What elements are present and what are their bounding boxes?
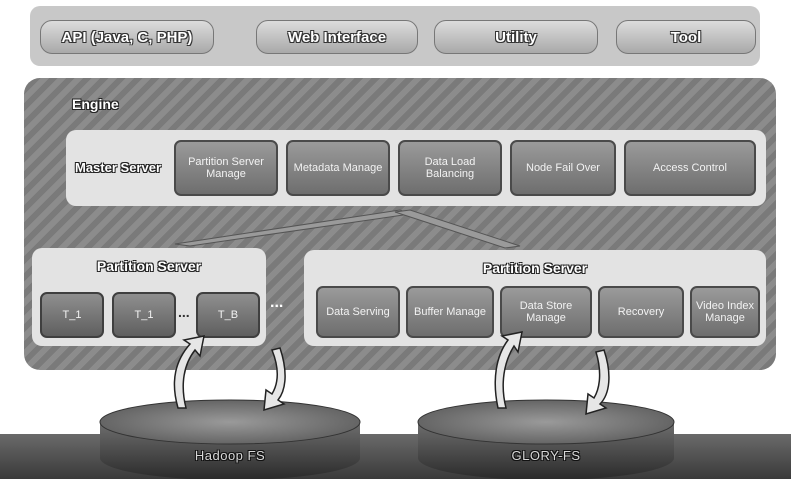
hadoop-fs-cylinder xyxy=(99,399,361,479)
tablet-box-1: T_1 xyxy=(40,292,104,338)
web-interface-box: Web Interface xyxy=(256,20,418,54)
partition-server-ellipsis: ... xyxy=(270,294,284,311)
upload-arrow-left xyxy=(173,335,205,409)
access-control-module: Access Control xyxy=(624,140,756,196)
partition-server-right-label: Partition Server xyxy=(482,260,588,276)
tablet-ellipsis: ... xyxy=(178,304,190,320)
glory-fs-cylinder xyxy=(417,399,675,479)
video-index-manage-module: Video Index Manage xyxy=(690,286,760,338)
partition-server-manage-module: Partition Server Manage xyxy=(174,140,278,196)
upload-arrow-right xyxy=(494,331,523,409)
node-fail-over-module: Node Fail Over xyxy=(510,140,616,196)
utility-box: Utility xyxy=(434,20,598,54)
data-load-balancing-module: Data Load Balancing xyxy=(398,140,502,196)
data-store-manage-module: Data Store Manage xyxy=(500,286,592,338)
tablet-box-3: T_B xyxy=(196,292,260,338)
buffer-manage-module: Buffer Manage xyxy=(406,286,494,338)
partition-server-left-label: Partition Server xyxy=(96,258,202,274)
recovery-module: Recovery xyxy=(598,286,684,338)
hadoop-fs-label: Hadoop FS xyxy=(194,448,266,463)
tool-box: Tool xyxy=(616,20,756,54)
download-arrow-left xyxy=(263,347,286,412)
hadoop-fs-cylinder-top xyxy=(99,399,361,445)
api-box: API (Java, C, PHP) xyxy=(40,20,214,54)
data-serving-module: Data Serving xyxy=(316,286,400,338)
connector-to-right-partition-server xyxy=(394,209,521,249)
metadata-manage-module: Metadata Manage xyxy=(286,140,390,196)
engine-label: Engine xyxy=(72,96,119,112)
tablet-box-2: T_1 xyxy=(112,292,176,338)
download-arrow-right xyxy=(585,349,610,416)
master-server-label: Master Server xyxy=(75,160,161,176)
glory-fs-label: GLORY-FS xyxy=(511,448,581,463)
glory-fs-cylinder-top xyxy=(417,399,675,445)
